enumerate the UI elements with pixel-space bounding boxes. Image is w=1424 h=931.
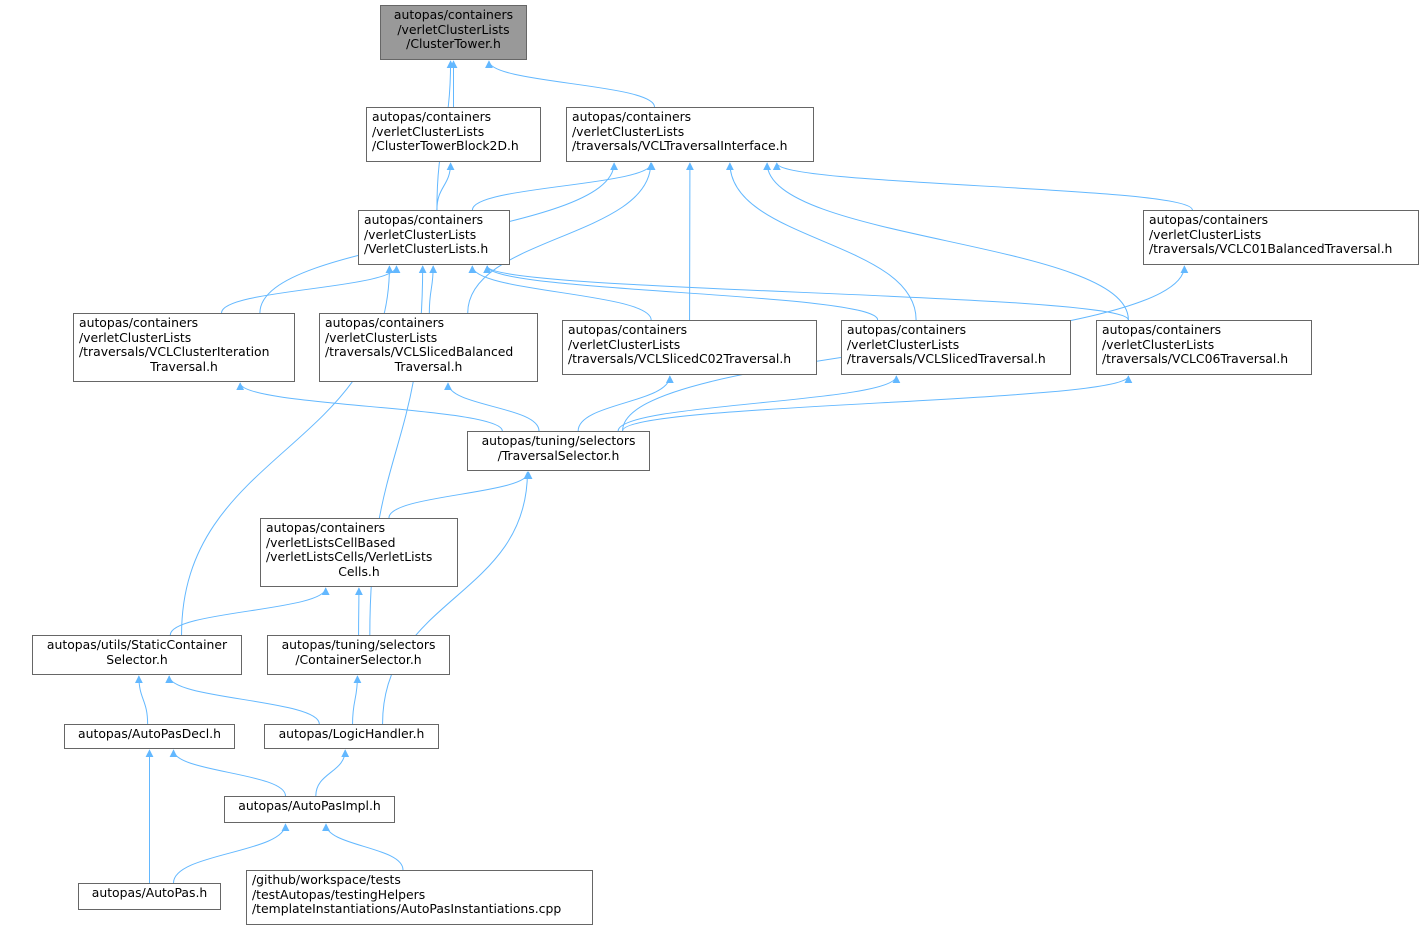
node-cluster-tower-header[interactable]: autopas/containers /verletClusterLists /… [380, 5, 527, 60]
node-line: /traversals/VCLC06Traversal.h [1102, 351, 1289, 367]
node-line: /ContainerSelector.h [295, 651, 422, 667]
edge-n12-to-n11 [169, 587, 330, 636]
node-line: /verletClusterLists [1149, 226, 1262, 242]
node-autopas-impl-header[interactable]: autopas/AutoPasImpl.h [224, 796, 395, 823]
node-line: autopas/containers [1102, 322, 1222, 337]
edge-n4-to-n2 [772, 162, 1193, 211]
edge-n7-to-n3 [468, 265, 652, 321]
node-line: autopas/containers [1149, 212, 1269, 227]
node-line: autopas/containers [393, 7, 514, 22]
node-traversal-selector-header[interactable]: autopas/tuning/selectors /TraversalSelec… [467, 431, 650, 471]
edge-n10-to-n6 [444, 382, 540, 432]
node-cluster-tower-block2d-header[interactable]: autopas/containers /verletClusterLists /… [366, 107, 541, 162]
edge-n8-to-n3 [483, 265, 879, 321]
node-line: /traversals/VCLSlicedBalanced [325, 344, 514, 360]
node-vclc01-balanced-traversal-header[interactable]: autopas/containers /verletClusterLists /… [1143, 210, 1419, 265]
node-autopas-instantiations-source[interactable]: /github/workspace/tests /testAutopas/tes… [246, 870, 593, 925]
node-logic-handler-header[interactable]: autopas/LogicHandler.h [264, 724, 439, 749]
node-line: Selector.h [106, 651, 168, 667]
node-line: /verletListsCells/VerletLists [266, 549, 433, 565]
node-line: /github/workspace/tests [252, 872, 401, 887]
node-line: autopas/containers [266, 520, 386, 535]
node-line: Cells.h [338, 563, 380, 579]
node-autopas-decl-header[interactable]: autopas/AutoPasDecl.h [64, 724, 235, 749]
node-line: autopas/containers [568, 322, 688, 337]
node-line: /VerletClusterLists.h [364, 241, 489, 257]
node-line: /traversals/VCLSlicedC02Traversal.h [568, 351, 792, 367]
edge-n6-to-n2 [467, 162, 655, 314]
node-line: /traversals/VCLSlicedTraversal.h [847, 351, 1046, 367]
edge-n16-to-n15 [315, 749, 350, 797]
edge-n14-to-n12 [134, 675, 149, 725]
node-line: autopas/AutoPasDecl.h [78, 726, 221, 741]
edge-n18-to-n16 [322, 823, 404, 871]
node-vcl-sliced-balanced-traversal-header[interactable]: autopas/containers /verletClusterLists /… [319, 313, 538, 382]
edge-n6-to-n3 [428, 265, 438, 314]
node-vcl-cluster-iteration-traversal-header[interactable]: autopas/containers /verletClusterLists /… [73, 313, 295, 382]
node-line: autopas/containers [372, 109, 492, 124]
node-line: /ClusterTower.h [406, 36, 501, 52]
edge-n9-to-n3 [483, 265, 1129, 321]
node-line: /verletClusterLists [1102, 336, 1215, 352]
node-line: autopas/LogicHandler.h [278, 726, 425, 741]
node-line: /verletListsCellBased [266, 534, 396, 550]
edge-n16-to-n14 [169, 749, 286, 797]
edge-n11-to-n10 [388, 471, 533, 519]
edge-n3-to-n1 [436, 162, 455, 211]
edge-n17-to-n16 [173, 823, 290, 884]
node-line: /traversals/VCLTraversalInterface.h [572, 138, 788, 154]
node-line: /traversals/VCLC01BalancedTraversal.h [1149, 241, 1393, 257]
node-line: /verletClusterLists [568, 336, 681, 352]
node-line: autopas/containers [325, 315, 445, 330]
node-line: autopas/utils/StaticContainer [46, 637, 228, 652]
node-container-selector-header[interactable]: autopas/tuning/selectors /ContainerSelec… [267, 635, 450, 675]
node-line: /verletClusterLists [364, 226, 477, 242]
node-vcl-sliced-c02-traversal-header[interactable]: autopas/containers /verletClusterLists /… [562, 320, 817, 375]
node-line: /verletClusterLists [79, 329, 192, 345]
node-vclc06-traversal-header[interactable]: autopas/containers /verletClusterLists /… [1096, 320, 1312, 375]
node-static-container-selector-header[interactable]: autopas/utils/StaticContainer Selector.h [32, 635, 242, 675]
edge-n5-to-n3 [221, 265, 401, 314]
node-autopas-header[interactable]: autopas/AutoPas.h [78, 883, 221, 910]
node-line: /verletClusterLists [372, 123, 485, 139]
node-line: Traversal.h [150, 358, 218, 374]
node-line: /verletClusterLists [397, 21, 510, 37]
node-verlet-lists-cells-header[interactable]: autopas/containers /verletListsCellBased… [260, 518, 458, 587]
node-vcl-sliced-traversal-header[interactable]: autopas/containers /verletClusterLists /… [841, 320, 1071, 375]
node-verlet-cluster-lists-header[interactable]: autopas/containers /verletClusterLists /… [358, 210, 510, 265]
node-line: /ClusterTowerBlock2D.h [372, 138, 519, 154]
edge-n10-to-n8 [617, 375, 901, 432]
edge-n10-to-n5 [236, 382, 503, 432]
edge-n9-to-n2 [763, 162, 1129, 321]
edge-n15-to-n10 [382, 471, 532, 725]
node-line: Traversal.h [394, 358, 463, 374]
edge-n8-to-n2 [725, 162, 917, 321]
node-line: autopas/tuning/selectors [481, 433, 636, 448]
edge-n2-to-n0 [485, 60, 656, 108]
node-line: /templateInstantiations/AutoPasInstantia… [252, 901, 562, 917]
edge-n10-to-n7 [577, 375, 674, 432]
node-line: autopas/containers [79, 315, 199, 330]
node-line: autopas/AutoPasImpl.h [238, 798, 381, 813]
node-line: autopas/containers [847, 322, 967, 337]
node-line: /testAutopas/testingHelpers [252, 886, 426, 902]
node-line: /traversals/VCLClusterIteration [79, 344, 270, 360]
node-line: /verletClusterLists [847, 336, 960, 352]
node-line: /verletClusterLists [572, 123, 685, 139]
node-line: autopas/containers [364, 212, 484, 227]
edge-n10-to-n9 [622, 375, 1133, 432]
node-line: autopas/containers [572, 109, 692, 124]
node-line: /verletClusterLists [325, 329, 438, 345]
edge-n3-to-n2 [471, 162, 656, 211]
edge-n15-to-n13 [352, 675, 362, 725]
node-line: autopas/tuning/selectors [281, 637, 436, 652]
node-line: autopas/AutoPas.h [91, 885, 208, 900]
node-vcl-traversal-interface-header[interactable]: autopas/containers /verletClusterLists /… [566, 107, 814, 162]
node-line: /TraversalSelector.h [497, 447, 620, 463]
edge-n15-to-n12 [165, 675, 320, 725]
